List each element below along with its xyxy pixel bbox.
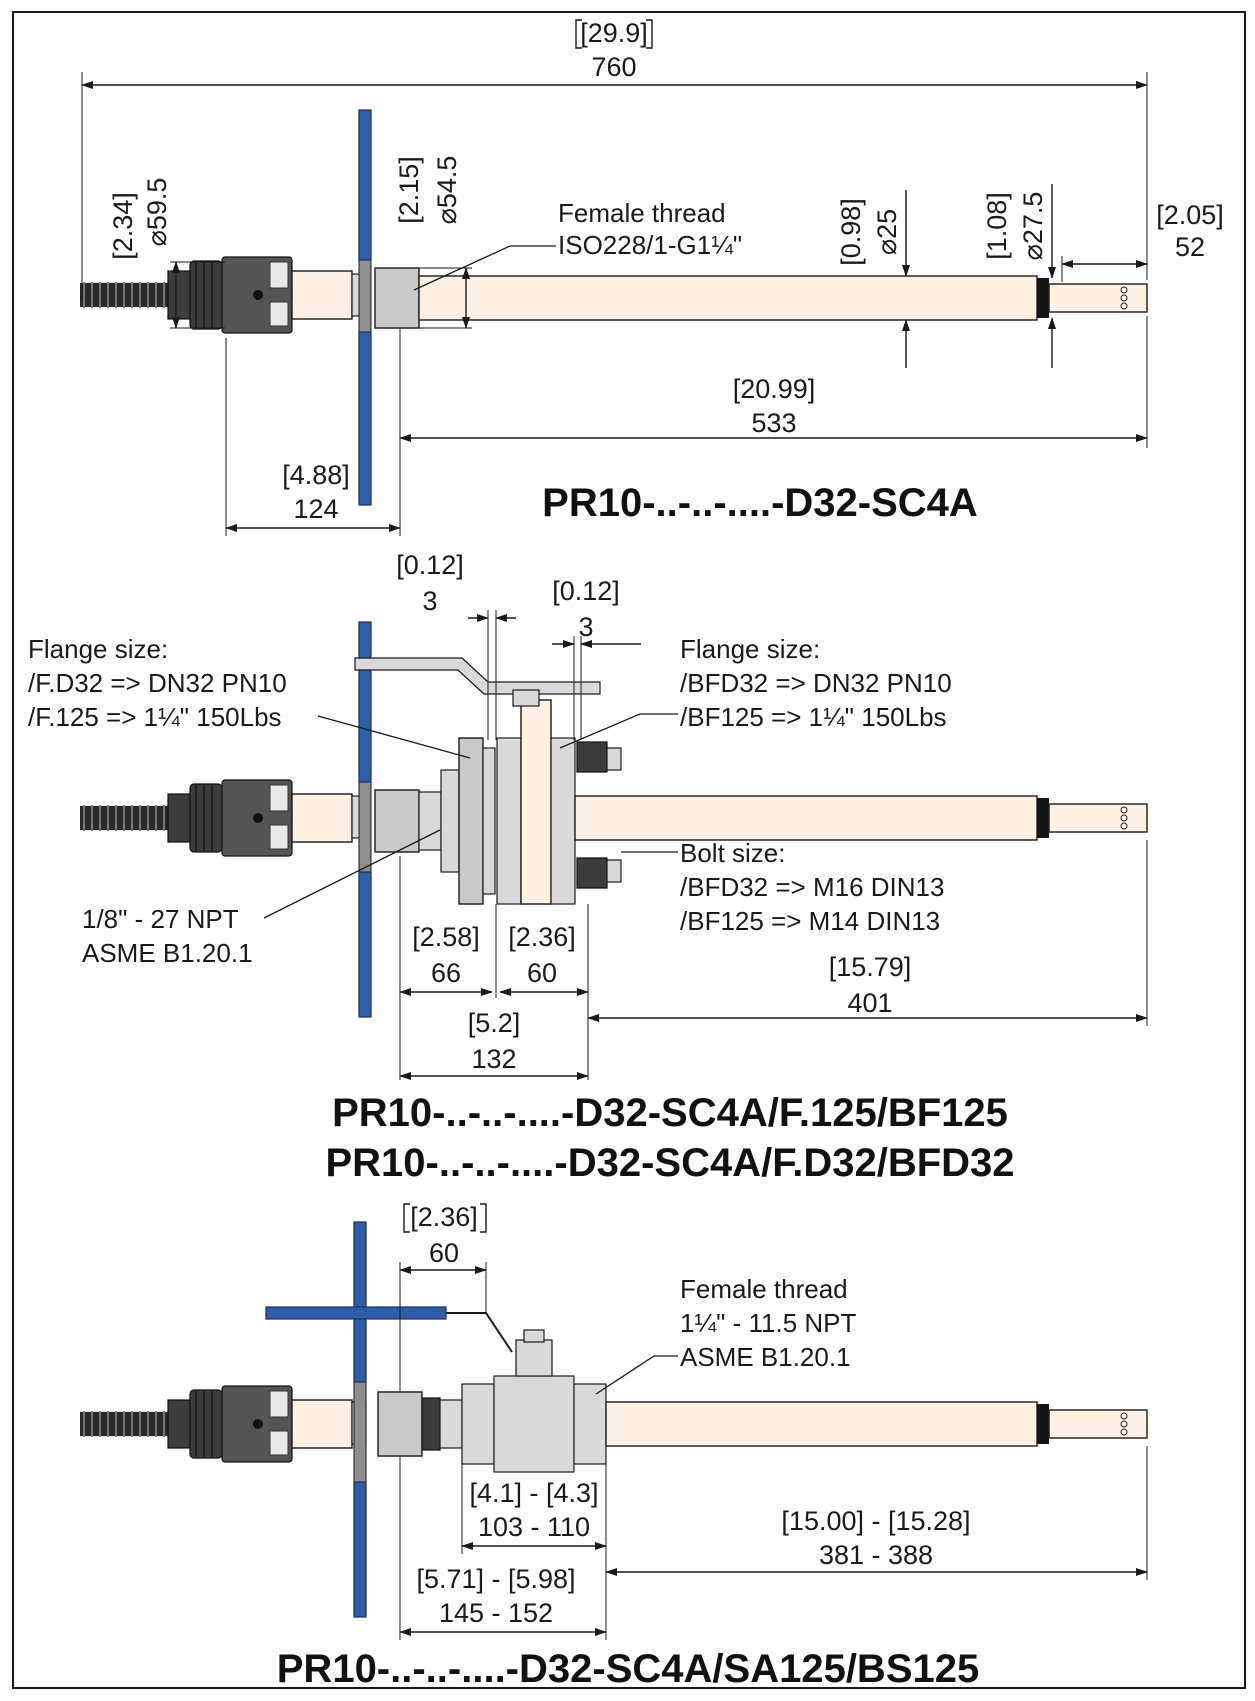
insert-tube (574, 795, 1038, 841)
note-thread3-line2: 1¼" - 11.5 NPT (680, 1308, 856, 1338)
note-thread-line1: Female thread (558, 198, 726, 228)
dim-insert3-inch: [15.00] - [15.28] (781, 1506, 970, 1536)
view2-title-line2: PR10-..-..-....-D32-SC4A/F.D32/BFD32 (325, 1141, 1014, 1185)
dim-overall-mm: 760 (591, 52, 636, 82)
dim-total3-mm: 145 - 152 (439, 1598, 553, 1628)
view3-title: PR10-..-..-....-D32-SC4A/SA125/BS125 (277, 1647, 979, 1691)
dim-tube-mm: ⌀25 (872, 209, 902, 255)
dim-head-inch: [4.88] (282, 460, 350, 490)
bolt-top (576, 741, 608, 773)
dim-collar-mm: ⌀27.5 (1018, 192, 1048, 261)
dim-tip-mm: 52 (1175, 232, 1205, 262)
dim-head-mm: 124 (293, 494, 338, 524)
thread-nut (374, 789, 420, 853)
view-3-ball-valve-probe: [2.36] 60 Female thread 1¼" - 11.5 NPT A… (79, 1202, 1148, 1691)
dim-gap1-mm: 3 (422, 586, 437, 616)
thread-nut (377, 1391, 423, 1457)
dim-tip-inch: [2.05] (1156, 200, 1224, 230)
dim-valve-total-mm: 132 (471, 1044, 516, 1074)
dim-handle-offset-inch: [2.36] (410, 1202, 478, 1232)
note-npt-line2: ASME B1.20.1 (82, 938, 253, 968)
insert-tube (418, 275, 1038, 321)
dim-connector-inch: [2.34] (108, 192, 138, 260)
view1-title: PR10-..-..-....-D32-SC4A (542, 481, 978, 525)
dim-flange1-mm: 66 (431, 958, 461, 988)
dim-valve-len-inch: [4.1] - [4.3] (469, 1478, 598, 1508)
thread-nut (374, 267, 420, 329)
handle-blade-top (358, 621, 372, 783)
dim-nut-mm: ⌀54.5 (432, 156, 462, 225)
note-thread-line2: ISO228/1-G1¼" (558, 230, 742, 260)
dim-valve-total-inch: [5.2] (468, 1008, 521, 1038)
view-2-flanged-probe: [0.12] 3 [0.12] 3 Flange size: /F.D32 =>… (28, 550, 1148, 1185)
handle-blade-bottom (358, 871, 372, 1018)
note-npt-line1: 1/8" - 27 NPT (82, 904, 239, 934)
view-1-basic-probe: [29.9] 760 [2.34] ⌀59.5 [2.15] ⌀54.5 Fem… (79, 18, 1224, 536)
dim-handle-offset-mm: 60 (429, 1238, 459, 1268)
dim-nut-inch: [2.15] (394, 156, 424, 224)
dim-flange2-mm: 60 (527, 958, 557, 988)
dim-connector-mm: ⌀59.5 (142, 178, 172, 247)
valve-handle-bar (265, 1306, 447, 1320)
dim-overall-inch: [29.9] (580, 18, 648, 48)
dim-gap1-inch: [0.12] (396, 550, 464, 580)
dim-insert-inch: [20.99] (733, 374, 816, 404)
dim-tube-inch: [0.98] (836, 198, 866, 266)
dim-insert2-mm: 401 (847, 988, 892, 1018)
view2-title-line1: PR10-..-..-....-D32-SC4A/F.125/BF125 (332, 1091, 1008, 1135)
drawing-border (12, 11, 1246, 1689)
note-flange-left-line3: /F.125 => 1¼" 150Lbs (28, 702, 282, 732)
insert-tube (605, 1401, 1038, 1447)
note-thread3-line3: ASME B1.20.1 (680, 1342, 851, 1372)
dim-valve-len-mm: 103 - 110 (478, 1512, 590, 1542)
valve-lever (354, 657, 601, 695)
note-bolt-line2: /BFD32 => M16 DIN13 (680, 872, 944, 902)
collar (1037, 798, 1049, 838)
flange-valve-left (496, 737, 522, 905)
handle-blade-bottom (353, 1481, 367, 1618)
handle-blade-top (353, 1221, 367, 1383)
dim-collar-inch: [1.08] (982, 192, 1012, 260)
flange-valve-right (550, 737, 576, 905)
flange-left (458, 737, 484, 905)
note-bolt-line3: /BF125 => M14 DIN13 (680, 906, 940, 936)
probe-drawing-1 (79, 109, 1148, 506)
handle-blade-bottom (358, 331, 372, 506)
note-thread3-line1: Female thread (680, 1274, 848, 1304)
dim-flange2-inch: [2.36] (508, 922, 576, 952)
handle-blade-top (358, 109, 372, 261)
collar (1037, 1404, 1049, 1444)
probe-drawing-3 (79, 1221, 1148, 1618)
collar (1037, 278, 1049, 318)
dim-insert2-inch: [15.79] (829, 952, 912, 982)
dim-insert3-mm: 381 - 388 (819, 1540, 933, 1570)
bolt-bottom (576, 857, 608, 889)
dim-total3-inch: [5.71] - [5.98] (416, 1564, 575, 1594)
valve-body (520, 699, 552, 905)
sensor-tip (1048, 1409, 1148, 1439)
dim-insert-mm: 533 (751, 408, 796, 438)
note-flange-right-line3: /BF125 => 1¼" 150Lbs (680, 702, 947, 732)
dim-flange1-inch: [2.58] (412, 922, 480, 952)
sensor-tip (1048, 283, 1148, 313)
note-flange-right-line2: /BFD32 => DN32 PN10 (680, 668, 952, 698)
probe-drawing-2 (79, 621, 1148, 1018)
dim-gap2-mm: 3 (578, 612, 593, 642)
note-bolt-line1: Bolt size: (680, 838, 786, 868)
note-flange-left-line1: Flange size: (28, 634, 168, 664)
note-flange-left-line2: /F.D32 => DN32 PN10 (28, 668, 287, 698)
dim-gap2-inch: [0.12] (552, 576, 620, 606)
ball-valve-body (493, 1375, 575, 1473)
sensor-tip (1048, 803, 1148, 833)
note-flange-right-line1: Flange size: (680, 634, 820, 664)
